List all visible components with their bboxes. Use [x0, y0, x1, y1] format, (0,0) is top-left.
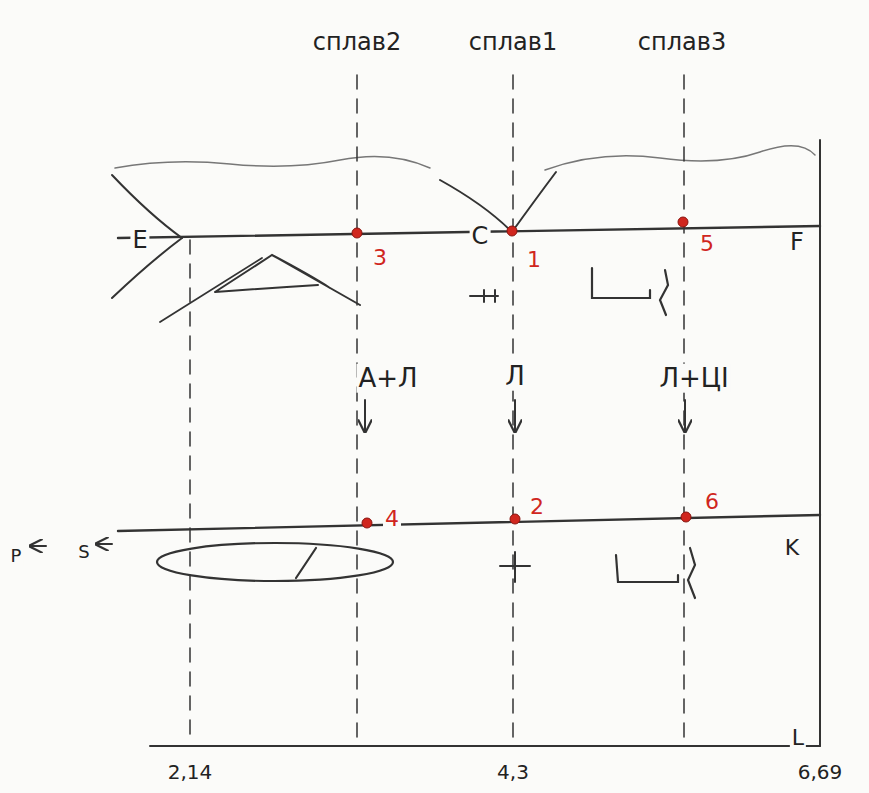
axis-value: 6,69	[796, 761, 845, 783]
point-markers	[352, 217, 691, 528]
cooling-arrow	[514, 400, 516, 432]
point-letter: L	[790, 726, 806, 750]
liquid-region-edge	[115, 156, 430, 168]
direction-arrow	[30, 545, 46, 547]
point-letter: K	[783, 536, 801, 560]
cooling-arrow	[364, 400, 366, 432]
cooling-arrow	[684, 400, 686, 432]
axis-value: 2,14	[166, 761, 215, 783]
callout-number: 5	[698, 232, 716, 256]
phase-label: Л+ЦI	[657, 364, 730, 393]
point-letter: P	[9, 546, 24, 566]
structure-sketch	[616, 548, 695, 598]
structure-sketch	[592, 268, 668, 315]
structure-sketch	[500, 552, 530, 582]
point-letter: S	[76, 542, 91, 562]
callout-number: 4	[383, 507, 401, 531]
axis-value: 4,3	[495, 761, 531, 783]
liquid-region-edge	[545, 146, 815, 170]
alloy-name: сплав2	[311, 29, 403, 55]
point-letter: C	[470, 223, 491, 249]
liquidus-line	[512, 172, 556, 232]
point-letter: E	[130, 227, 149, 253]
phase-label: А+Л	[356, 364, 419, 393]
structure-sketch	[215, 255, 360, 305]
alloy-name: сплав3	[636, 29, 728, 55]
callout-number: 3	[371, 246, 389, 270]
phase-label: Л	[503, 362, 527, 391]
alloy-lines	[190, 75, 684, 742]
structure-sketch	[470, 290, 498, 302]
axis-line	[150, 745, 820, 747]
point-letter: F	[788, 229, 806, 255]
pearlite-sketch	[296, 548, 316, 578]
callout-number: 1	[525, 248, 543, 272]
callout-number: 2	[528, 495, 546, 519]
pearlite-sketch	[157, 543, 393, 581]
axis-line	[819, 140, 821, 746]
direction-arrow	[96, 543, 112, 545]
callout-number: 6	[703, 490, 721, 514]
alloy-name: сплав1	[467, 29, 559, 55]
eutectoid-line	[118, 515, 820, 531]
